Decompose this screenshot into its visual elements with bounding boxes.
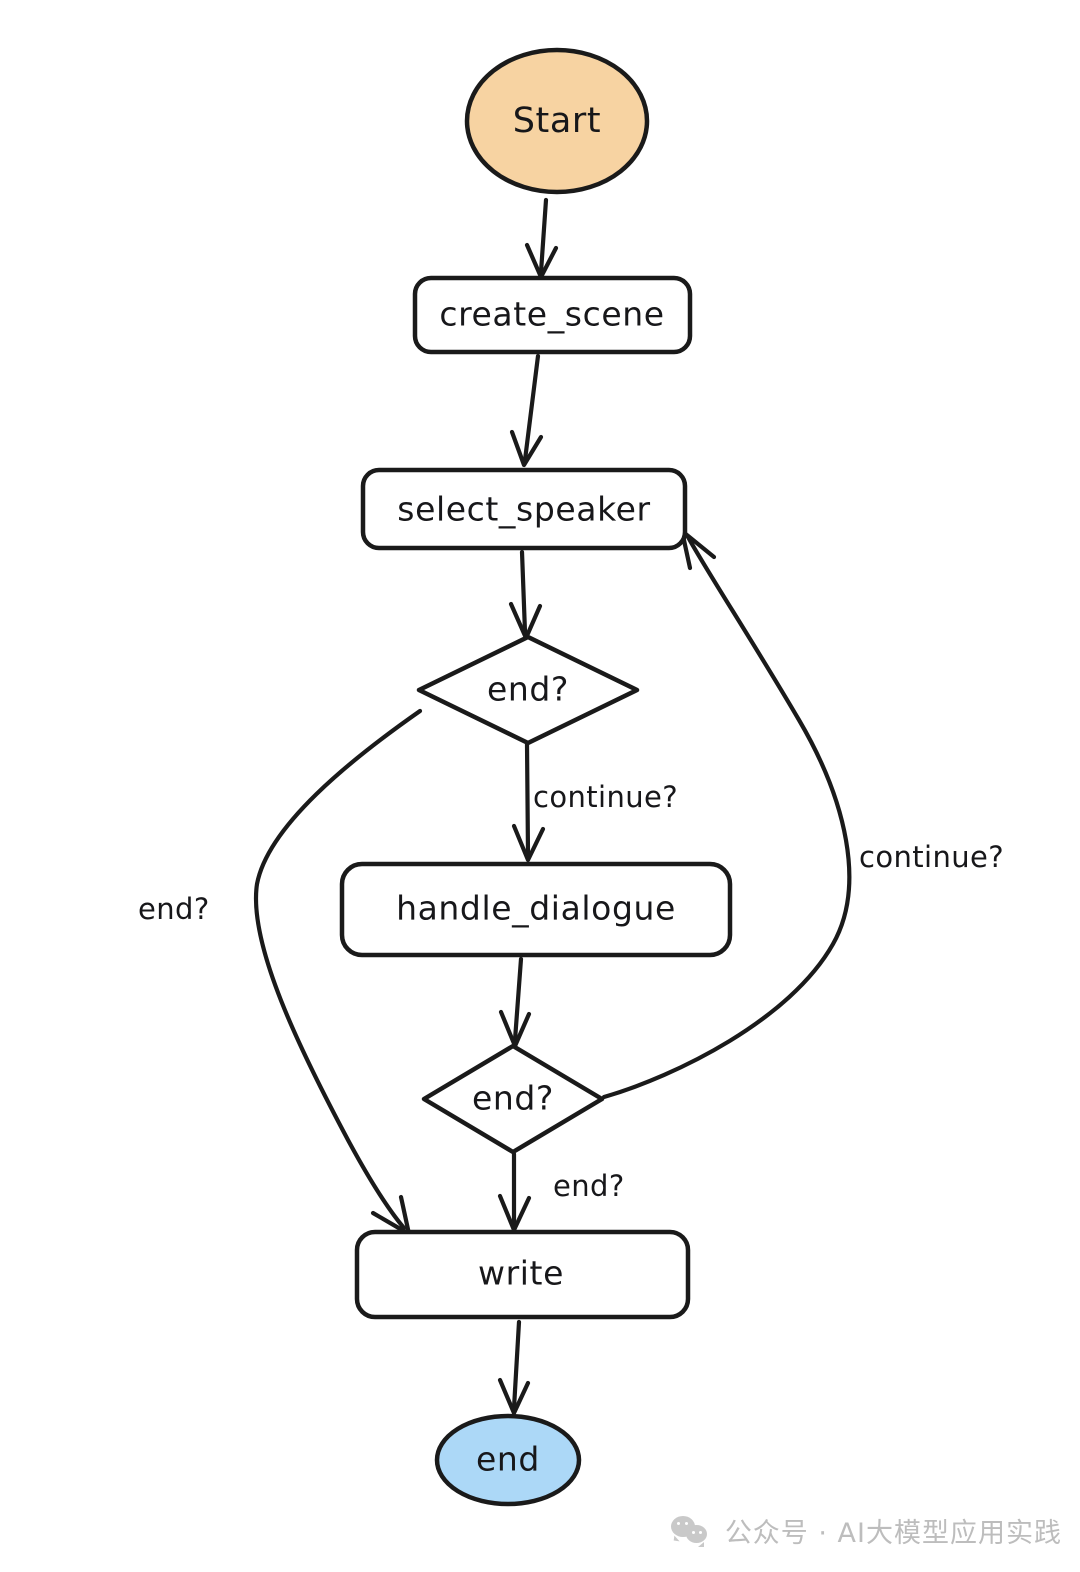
node-handle-dialogue-label: handle_dialogue <box>396 889 676 928</box>
node-end-label: end <box>476 1440 540 1479</box>
edge-handle-dialogue-to-decision-2 <box>498 956 532 1049</box>
node-handle-dialogue[interactable]: handle_dialogue <box>339 861 733 958</box>
edge-select-speaker-to-decision-1 <box>508 549 543 641</box>
node-create-scene[interactable]: create_scene <box>412 275 693 355</box>
edge-label-end-lower: end? <box>553 1169 625 1203</box>
node-decision-2-label: end? <box>472 1079 554 1118</box>
node-write[interactable]: write <box>354 1229 691 1320</box>
wechat-icon <box>670 1514 711 1548</box>
node-write-label: write <box>478 1254 564 1293</box>
node-select-speaker[interactable]: select_speaker <box>360 467 688 551</box>
node-decision-1-label: end? <box>487 670 569 709</box>
node-decision-2[interactable]: end? <box>421 1043 605 1155</box>
node-decision-1[interactable]: end? <box>416 634 640 746</box>
edge-label-end-left: end? <box>138 892 210 926</box>
edge-decision-1-to-handle-dialogue <box>511 741 546 863</box>
edge-label-continue-right: continue? <box>859 840 1004 874</box>
edge-decision-1-to-write <box>253 708 423 1237</box>
edge-label-continue-upper: continue? <box>533 780 678 814</box>
node-start-label: Start <box>513 101 602 141</box>
edge-write-to-end <box>497 1319 531 1416</box>
edge-decision-2-to-write <box>497 1151 532 1233</box>
watermark-text: 公众号 · AI大模型应用实践 <box>724 1518 1062 1549</box>
node-select-speaker-label: select_speaker <box>397 490 650 529</box>
node-end[interactable]: end <box>434 1413 582 1507</box>
edge-start-to-create-scene <box>524 197 559 280</box>
node-start[interactable]: Start <box>464 47 650 195</box>
edge-create-scene-to-select-speaker <box>509 353 544 468</box>
watermark: 公众号 · AI大模型应用实践 <box>670 1511 1062 1550</box>
edge-decision-2-to-select-speaker <box>601 528 852 1100</box>
node-create-scene-label: create_scene <box>439 295 664 334</box>
